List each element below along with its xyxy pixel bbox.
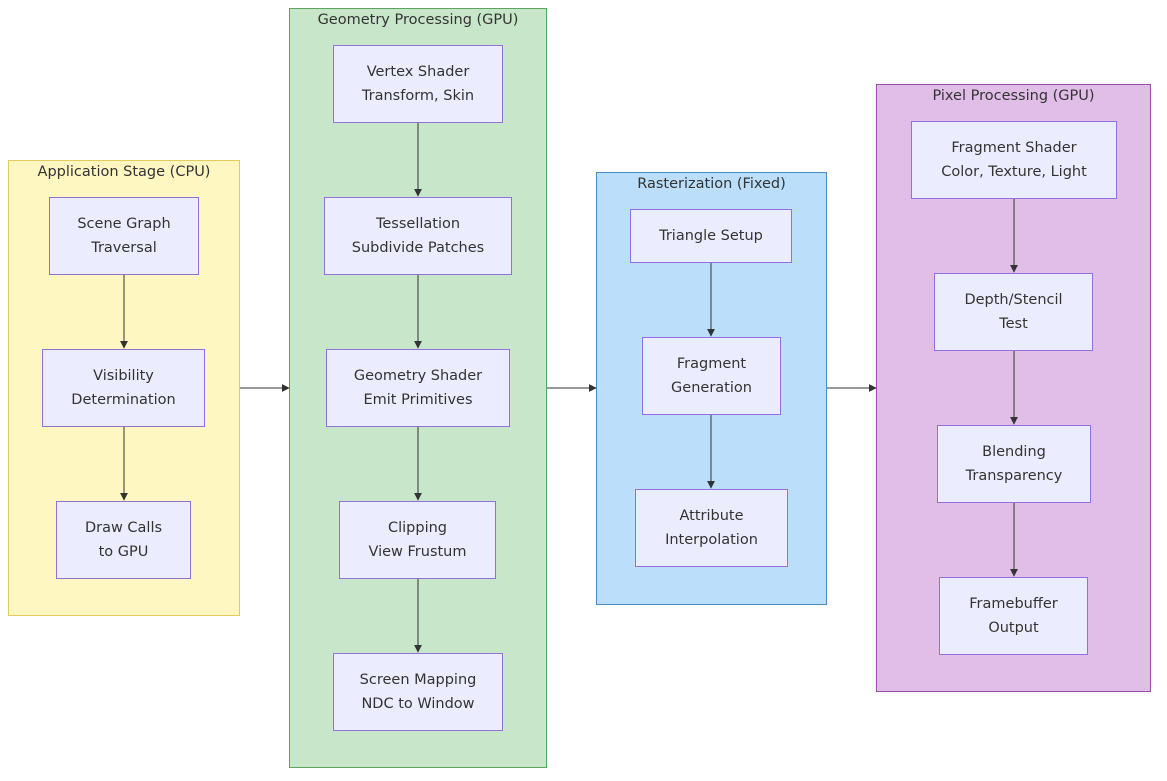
depth-stencil-node: Depth/Stencil Test	[934, 273, 1093, 351]
node-line: Triangle Setup	[659, 228, 763, 244]
attribute-interpolation-node: Attribute Interpolation	[635, 489, 788, 567]
node-line: Emit Primitives	[363, 392, 473, 408]
node-line: NDC to Window	[361, 696, 475, 712]
node-line: Geometry Shader	[353, 368, 483, 384]
node-line: to GPU	[98, 544, 149, 560]
framebuffer-node: Framebuffer Output	[939, 577, 1088, 655]
fragment-shader-node: Fragment Shader Color, Texture, Light	[911, 121, 1117, 199]
pixel-processing-title: Pixel Processing (GPU)	[932, 88, 1095, 104]
node-line: Clipping	[387, 520, 447, 536]
triangle-setup-node: Triangle Setup	[630, 209, 792, 263]
node-line: Screen Mapping	[359, 672, 477, 688]
node-line: Generation	[671, 380, 752, 396]
node-line: Subdivide Patches	[351, 240, 485, 256]
application-stage-title: Application Stage (CPU)	[37, 164, 211, 180]
tessellation-node: Tessellation Subdivide Patches	[324, 197, 512, 275]
node-line: Interpolation	[665, 532, 758, 548]
geometry-shader-node: Geometry Shader Emit Primitives	[326, 349, 510, 427]
node-line: Determination	[71, 392, 176, 408]
node-line: Vertex Shader	[366, 64, 470, 80]
node-line: Scene Graph	[77, 216, 171, 232]
node-line: Transparency	[965, 468, 1063, 484]
node-line: Framebuffer	[969, 596, 1058, 612]
node-line: Fragment Shader	[951, 140, 1077, 156]
node-line: Fragment	[676, 356, 747, 372]
node-line: Visibility	[93, 368, 154, 384]
scene-graph-node: Scene Graph Traversal	[49, 197, 199, 275]
node-line: Draw Calls	[84, 520, 163, 536]
node-line: Tessellation	[375, 216, 461, 232]
node-line: Traversal	[91, 240, 157, 256]
node-line: Color, Texture, Light	[941, 164, 1087, 180]
blending-node: Blending Transparency	[937, 425, 1091, 503]
clipping-node: Clipping View Frustum	[339, 501, 496, 579]
node-line: Attribute	[679, 508, 744, 524]
node-line: Transform, Skin	[361, 88, 475, 104]
node-line: Output	[988, 620, 1039, 636]
draw-calls-node: Draw Calls to GPU	[56, 501, 191, 579]
node-line: View Frustum	[368, 544, 467, 560]
node-line: Blending	[982, 444, 1046, 460]
geometry-processing-title: Geometry Processing (GPU)	[317, 12, 519, 28]
node-line: Test	[999, 316, 1028, 332]
vertex-shader-node: Vertex Shader Transform, Skin	[333, 45, 503, 123]
fragment-generation-node: Fragment Generation	[642, 337, 781, 415]
node-line: Depth/Stencil	[964, 292, 1063, 308]
visibility-node: Visibility Determination	[42, 349, 205, 427]
rasterization-title: Rasterization (Fixed)	[637, 176, 786, 192]
screen-mapping-node: Screen Mapping NDC to Window	[333, 653, 503, 731]
